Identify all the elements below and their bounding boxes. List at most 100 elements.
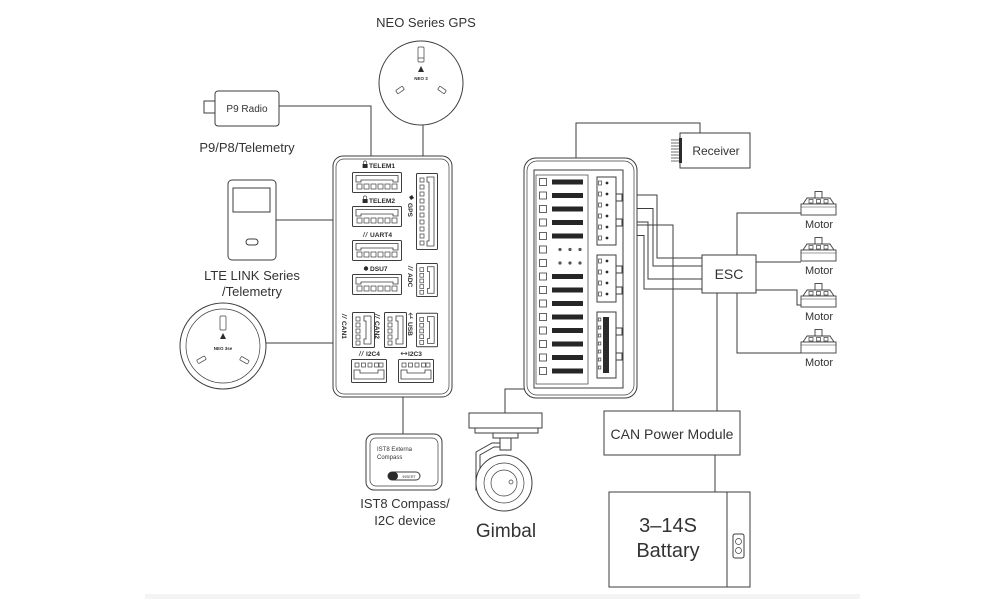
gps-left-inner-ring <box>185 308 261 384</box>
servo-rail-row <box>539 299 584 308</box>
receiver-label: Receiver <box>692 144 739 158</box>
pin-icon <box>358 350 364 357</box>
gps-pad-right <box>437 86 447 94</box>
wire-motor-bus-top <box>736 212 801 255</box>
port-telem2: TELEM2 <box>352 195 402 227</box>
camera-lens-dot <box>508 479 514 485</box>
compass-device-line2: Compass <box>377 455 402 461</box>
motor-label: Motor <box>805 311 833 323</box>
pin-icon <box>341 313 348 319</box>
servo-rail-row <box>539 232 584 240</box>
port-label: DSU7 <box>370 266 388 273</box>
servo-rail-row <box>539 205 584 213</box>
radio-antenna-port <box>203 100 216 114</box>
can-pm-box <box>603 410 741 456</box>
port-label: TELEM1 <box>369 163 395 170</box>
neo-gps-left: NEO 3se <box>179 302 267 390</box>
gimbal-stem <box>499 437 512 451</box>
port-dsu7: DSU7 <box>352 266 402 295</box>
motor-4: Motor <box>800 329 837 369</box>
gimbal: Gimbal <box>468 412 543 542</box>
esc-box <box>701 254 757 294</box>
motor-3: Motor <box>800 283 837 323</box>
lock-icon <box>362 195 368 203</box>
servo-rail-row <box>539 272 584 281</box>
arrows-icon <box>400 351 408 356</box>
board-connector-2 <box>596 254 623 303</box>
connector <box>352 274 402 295</box>
port-adc: ADC <box>406 263 438 297</box>
connector <box>351 359 387 383</box>
gps-left-model-label: NEO 3se <box>214 346 233 351</box>
servo-rail-row <box>539 340 584 348</box>
lte-link: LTE LINK Series /Telemetry <box>204 179 300 299</box>
servo-rail-row <box>539 178 584 186</box>
gimbal-label: Gimbal <box>476 521 536 542</box>
camera-body <box>475 454 533 512</box>
port-label: TELEM2 <box>369 198 395 205</box>
servo-rail-row <box>539 218 584 227</box>
arrow-icon <box>418 66 424 72</box>
esc-label: ESC <box>715 266 744 282</box>
neo-gps-top-label: NEO Series GPS <box>376 15 476 30</box>
port-usb: USB <box>406 312 438 348</box>
connector <box>398 359 434 383</box>
connector <box>416 263 438 297</box>
compass-caption-line1: IST8 Compass/ <box>360 496 450 511</box>
can-power-module: CAN Power Module <box>603 410 741 456</box>
board-connector-3 <box>596 311 623 379</box>
motor-label: Motor <box>805 219 833 231</box>
satellite-icon <box>409 195 414 201</box>
port-label: GPS <box>406 203 413 218</box>
power-board <box>523 157 638 399</box>
connector <box>384 312 407 348</box>
gimbal-mount <box>468 412 543 429</box>
pin-icon <box>374 313 381 319</box>
bottom-band <box>145 594 860 599</box>
dot-icon <box>363 266 369 271</box>
port-telem1: TELEM1 <box>352 160 402 193</box>
servo-rail-panel <box>535 174 589 385</box>
wire-p9-radio-telem1 <box>279 105 372 173</box>
lte-caption-line2: /Telemetry <box>222 284 282 299</box>
gps-slot-icon <box>417 46 425 63</box>
connector <box>352 312 375 348</box>
motors: Motor Motor Motor Motor <box>800 191 837 369</box>
servo-rail-row <box>539 286 584 294</box>
port-label: CAN2 <box>373 321 380 339</box>
connector <box>352 240 402 261</box>
gps-left-pad-left <box>196 355 207 364</box>
servo-rail-row <box>539 367 584 375</box>
gps-puck <box>378 40 464 126</box>
pin-icon <box>362 231 368 238</box>
lock-icon <box>362 160 368 168</box>
motor-1: Motor <box>800 191 837 231</box>
gimbal-neck <box>492 432 519 439</box>
battery-connector-icon <box>732 533 745 559</box>
fc-inner-case <box>335 158 450 395</box>
battery: 3–14S Battary <box>608 491 751 588</box>
port-can2: CAN2 <box>373 312 407 348</box>
compass-insert-label: INSERT <box>402 475 416 479</box>
port-i2c3: I2C3 <box>398 351 434 383</box>
servo-rail-row <box>539 326 584 335</box>
lte-button <box>245 238 259 246</box>
compass-outer <box>365 433 443 491</box>
wire-motor-bus-bottom <box>736 293 801 354</box>
battery-cells-label: 3–14S <box>639 515 697 537</box>
port-label: I2C4 <box>366 351 380 358</box>
esc: ESC <box>701 254 757 294</box>
motor-label: Motor <box>805 265 833 277</box>
receiver-pin-header <box>679 138 682 163</box>
neo-gps-top: NEO Series GPS NEO 3 <box>376 15 476 126</box>
radio-box <box>214 90 280 127</box>
board-connector-1 <box>596 176 623 246</box>
pin-icon <box>407 265 414 271</box>
p9-radio: P9 Radio P9/P8/Telemetry <box>199 90 295 155</box>
servo-rail-row <box>539 313 584 321</box>
lte-caption-line1: LTE LINK Series <box>204 268 300 283</box>
connector <box>352 206 402 227</box>
compass-insert-knob <box>388 472 398 480</box>
connector <box>416 173 438 250</box>
